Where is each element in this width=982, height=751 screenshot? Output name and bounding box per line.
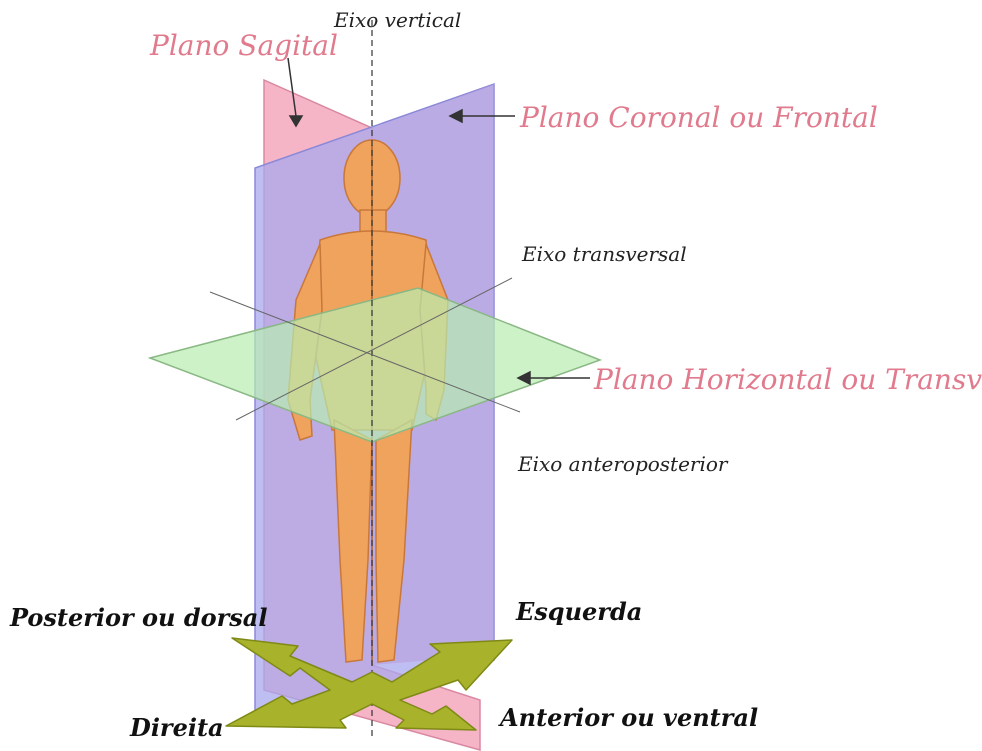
sagittal-plane-label: Plano Sagital <box>150 32 338 60</box>
anterior-label: Anterior ou ventral <box>500 706 758 730</box>
horizontal-plane <box>150 288 600 442</box>
coronal-plane-label: Plano Coronal ou Frontal <box>520 104 878 132</box>
transverse-axis-label: Eixo transversal <box>522 244 687 264</box>
vertical-axis-label: Eixo vertical <box>334 10 461 30</box>
horizontal-plane-label: Plano Horizontal ou Transverso <box>594 366 982 394</box>
anteroposterior-axis-label: Eixo anteroposterior <box>518 454 728 474</box>
left-label: Esquerda <box>516 600 642 624</box>
right-label: Direita <box>130 716 224 740</box>
posterior-label: Posterior ou dorsal <box>10 606 267 630</box>
